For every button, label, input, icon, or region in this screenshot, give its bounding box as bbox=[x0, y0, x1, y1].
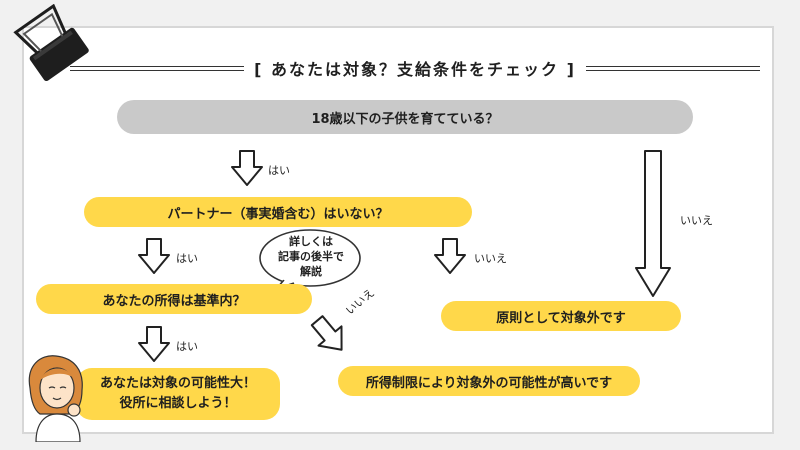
node-partner-text: パートナー（事実婚含む）はいない？ bbox=[167, 206, 389, 222]
node-start: 18歳以下の子供を育てている？ bbox=[117, 100, 693, 134]
binder-clip-icon bbox=[13, 4, 89, 82]
arrow-down-icon bbox=[434, 238, 466, 274]
arrow-down-long-icon bbox=[635, 150, 671, 297]
node-income-limited: 所得制限により対象外の可能性が高いです bbox=[338, 366, 640, 396]
speech-bubble bbox=[259, 229, 361, 290]
node-excluded: 原則として対象外です bbox=[441, 301, 681, 331]
node-start-text: 18歳以下の子供を育てている？ bbox=[311, 111, 499, 127]
arrow-down-icon bbox=[231, 150, 263, 186]
bubble-line-1: 詳しくは bbox=[289, 235, 333, 248]
label-no-start: いいえ bbox=[680, 214, 713, 227]
node-income: あなたの所得は基準内？ bbox=[36, 284, 312, 314]
bubble-line-3: 解説 bbox=[300, 265, 322, 278]
label-no-partner: いいえ bbox=[474, 252, 507, 265]
node-income-limited-text: 所得制限により対象外の可能性が高いです bbox=[365, 375, 613, 391]
arrow-down-icon bbox=[138, 238, 170, 274]
node-eligible-line-2: 役所に相談しよう！ bbox=[119, 396, 237, 411]
node-excluded-text: 原則として対象外です bbox=[496, 310, 626, 326]
label-yes-partner: はい bbox=[176, 252, 198, 265]
bubble-line-2: 記事の後半で bbox=[278, 250, 344, 263]
arrow-down-icon bbox=[138, 326, 170, 362]
node-partner: パートナー（事実婚含む）はいない？ bbox=[84, 197, 472, 227]
person-illustration bbox=[28, 355, 83, 442]
node-eligible-line-1: あなたは対象の可能性大！ bbox=[99, 376, 256, 391]
node-eligible: あなたは対象の可能性大！ 役所に相談しよう！ bbox=[76, 368, 280, 420]
title-line-left bbox=[70, 65, 245, 71]
label-yes-income: はい bbox=[176, 340, 198, 353]
label-yes-start: はい bbox=[268, 164, 290, 177]
node-income-text: あなたの所得は基準内？ bbox=[102, 293, 246, 309]
title-line-right bbox=[585, 65, 760, 71]
arrow-diagonal-icon bbox=[310, 315, 343, 351]
page-title: [ あなたは対象？支給条件をチェック ] bbox=[254, 60, 576, 79]
title-bar: [ あなたは対象？支給条件をチェック ] bbox=[70, 56, 760, 80]
speech-bubble-text: 詳しくは 記事の後半で 解説 bbox=[266, 234, 356, 279]
